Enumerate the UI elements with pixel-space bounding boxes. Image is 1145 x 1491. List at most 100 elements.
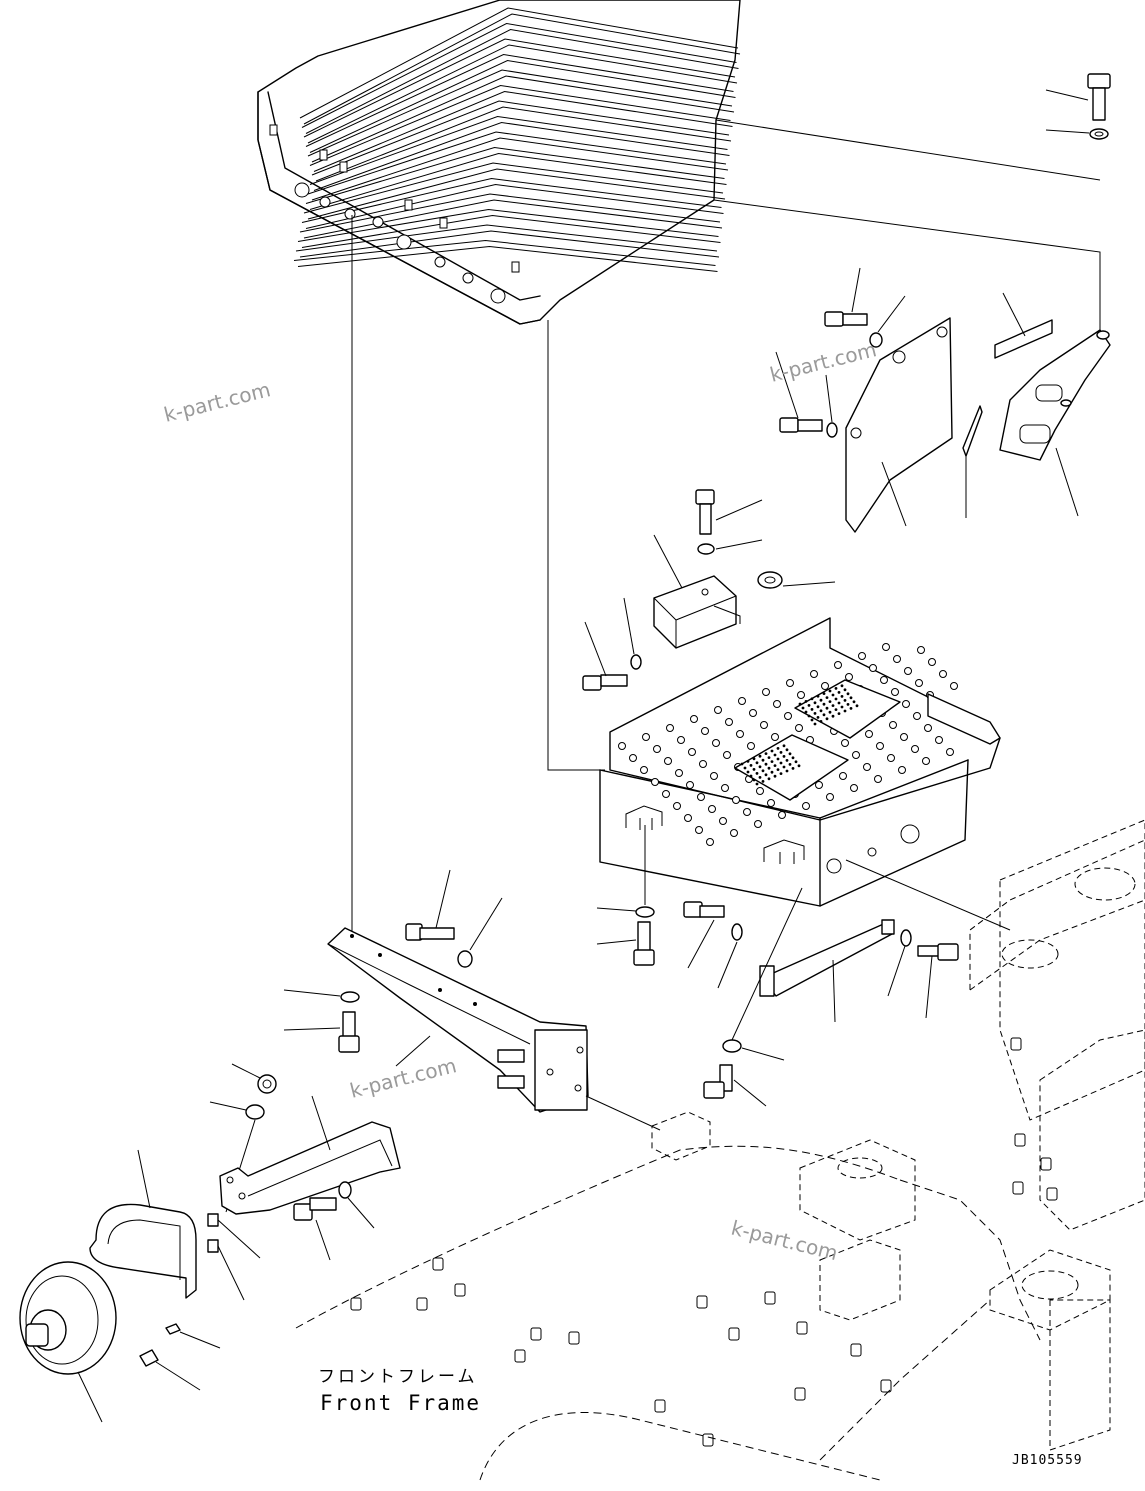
- bolt-cover-upper: [824, 267, 868, 327]
- step-hole: [845, 673, 853, 681]
- grid-dot: [770, 770, 774, 774]
- step-hole: [736, 730, 744, 738]
- step-hole: [874, 775, 882, 783]
- step-hole: [939, 670, 947, 678]
- grid-dot: [822, 713, 826, 717]
- frame-boss: [728, 1327, 740, 1341]
- frame-boss: [1046, 1187, 1058, 1201]
- grating-bar-edge: [297, 245, 718, 272]
- step-hole: [778, 811, 786, 819]
- step-hole: [706, 838, 714, 846]
- step-hole: [841, 739, 849, 747]
- grating-bar-edge: [311, 137, 729, 201]
- step-hole: [915, 679, 923, 687]
- grating-bar: [297, 208, 719, 242]
- washer-support-left: [283, 989, 360, 1003]
- grating-bar-edge: [311, 75, 735, 163]
- grid-dot: [785, 769, 789, 773]
- u-clips: [139, 1323, 221, 1391]
- washer-handle: [209, 1101, 265, 1213]
- watermark-2: k-part.com: [767, 337, 878, 387]
- frame-boss: [1012, 1181, 1024, 1195]
- drawing-code: JB105559: [1012, 1453, 1083, 1468]
- cover-plate-large: [845, 317, 953, 533]
- grid-dot: [825, 706, 829, 710]
- grid-dot: [840, 684, 844, 688]
- grid-dot: [816, 705, 820, 709]
- step-hole: [677, 736, 685, 744]
- grating-bar: [305, 53, 734, 147]
- step-hole: [754, 820, 762, 828]
- grating-bar-edge: [303, 199, 723, 239]
- step-hole: [850, 784, 858, 792]
- grid-dot: [819, 709, 823, 713]
- grid-dot: [810, 697, 814, 701]
- step-hole: [865, 730, 873, 738]
- grid-dot: [755, 782, 759, 786]
- watermark-1: k-part.com: [161, 377, 272, 427]
- grid-dot: [813, 701, 817, 705]
- step-hole: [826, 793, 834, 801]
- step-hole: [664, 757, 672, 765]
- grid-dot: [767, 756, 771, 759]
- step-hole: [858, 652, 866, 660]
- grating-bars: [293, 7, 741, 272]
- frame-boss: [432, 1257, 444, 1271]
- step-hole: [839, 772, 847, 780]
- grid-dot: [822, 692, 826, 695]
- grid-dot: [849, 707, 853, 710]
- step-box-latches: [625, 805, 920, 874]
- perforated-step-box: [599, 617, 1001, 907]
- grid-dot: [828, 689, 832, 693]
- grid-dot: [746, 760, 750, 763]
- washer-ubracket: [697, 539, 763, 555]
- grating-bar: [307, 131, 727, 195]
- grid-dot: [813, 712, 817, 715]
- grid-dot: [770, 749, 774, 753]
- bolt-support-top: [405, 869, 455, 941]
- grating-bar-edge: [313, 121, 730, 191]
- grid-dot: [846, 703, 850, 706]
- step-hole: [684, 814, 692, 822]
- step-hole: [913, 712, 921, 720]
- grating-bar: [301, 22, 737, 128]
- step-hole: [675, 769, 683, 777]
- grid-dot: [801, 706, 805, 710]
- grating-bar: [305, 146, 725, 204]
- step-hole: [950, 682, 958, 690]
- grating-bar: [307, 69, 733, 157]
- grid-dot: [794, 760, 798, 764]
- washer-slotted: [887, 929, 912, 997]
- grid-dot: [816, 716, 820, 719]
- washer-stepbox-b: [717, 923, 743, 989]
- step-hole: [629, 754, 637, 762]
- grid-dot: [773, 753, 777, 757]
- grid-dot: [788, 763, 792, 766]
- bolt-support-left: [283, 1011, 360, 1053]
- grid-dot: [810, 718, 814, 722]
- mirror-disc: [19, 1261, 117, 1423]
- grid-dot: [752, 778, 756, 782]
- grid-dot: [846, 692, 850, 696]
- grating-bar-edge: [309, 59, 736, 153]
- step-hole: [710, 772, 718, 780]
- grid-dot: [758, 765, 762, 769]
- grid-dot: [767, 777, 771, 781]
- grid-dot: [782, 744, 786, 748]
- grid-dot: [788, 752, 792, 756]
- grid-dot: [831, 704, 835, 707]
- frame-bosses: [350, 1037, 1058, 1447]
- grating-bar: [301, 177, 722, 223]
- frame-boss: [530, 1327, 542, 1341]
- grating-bar: [309, 115, 728, 185]
- grid-dot: [779, 761, 783, 765]
- grid-dot: [755, 772, 759, 775]
- frame-boss: [454, 1283, 466, 1297]
- grid-dot: [740, 762, 744, 766]
- grid-dot: [764, 752, 768, 755]
- step-hole: [922, 757, 930, 765]
- step-hole: [821, 682, 829, 690]
- step-hole: [834, 661, 842, 669]
- grid-dot: [834, 687, 838, 690]
- step-plate-holes: [618, 643, 958, 846]
